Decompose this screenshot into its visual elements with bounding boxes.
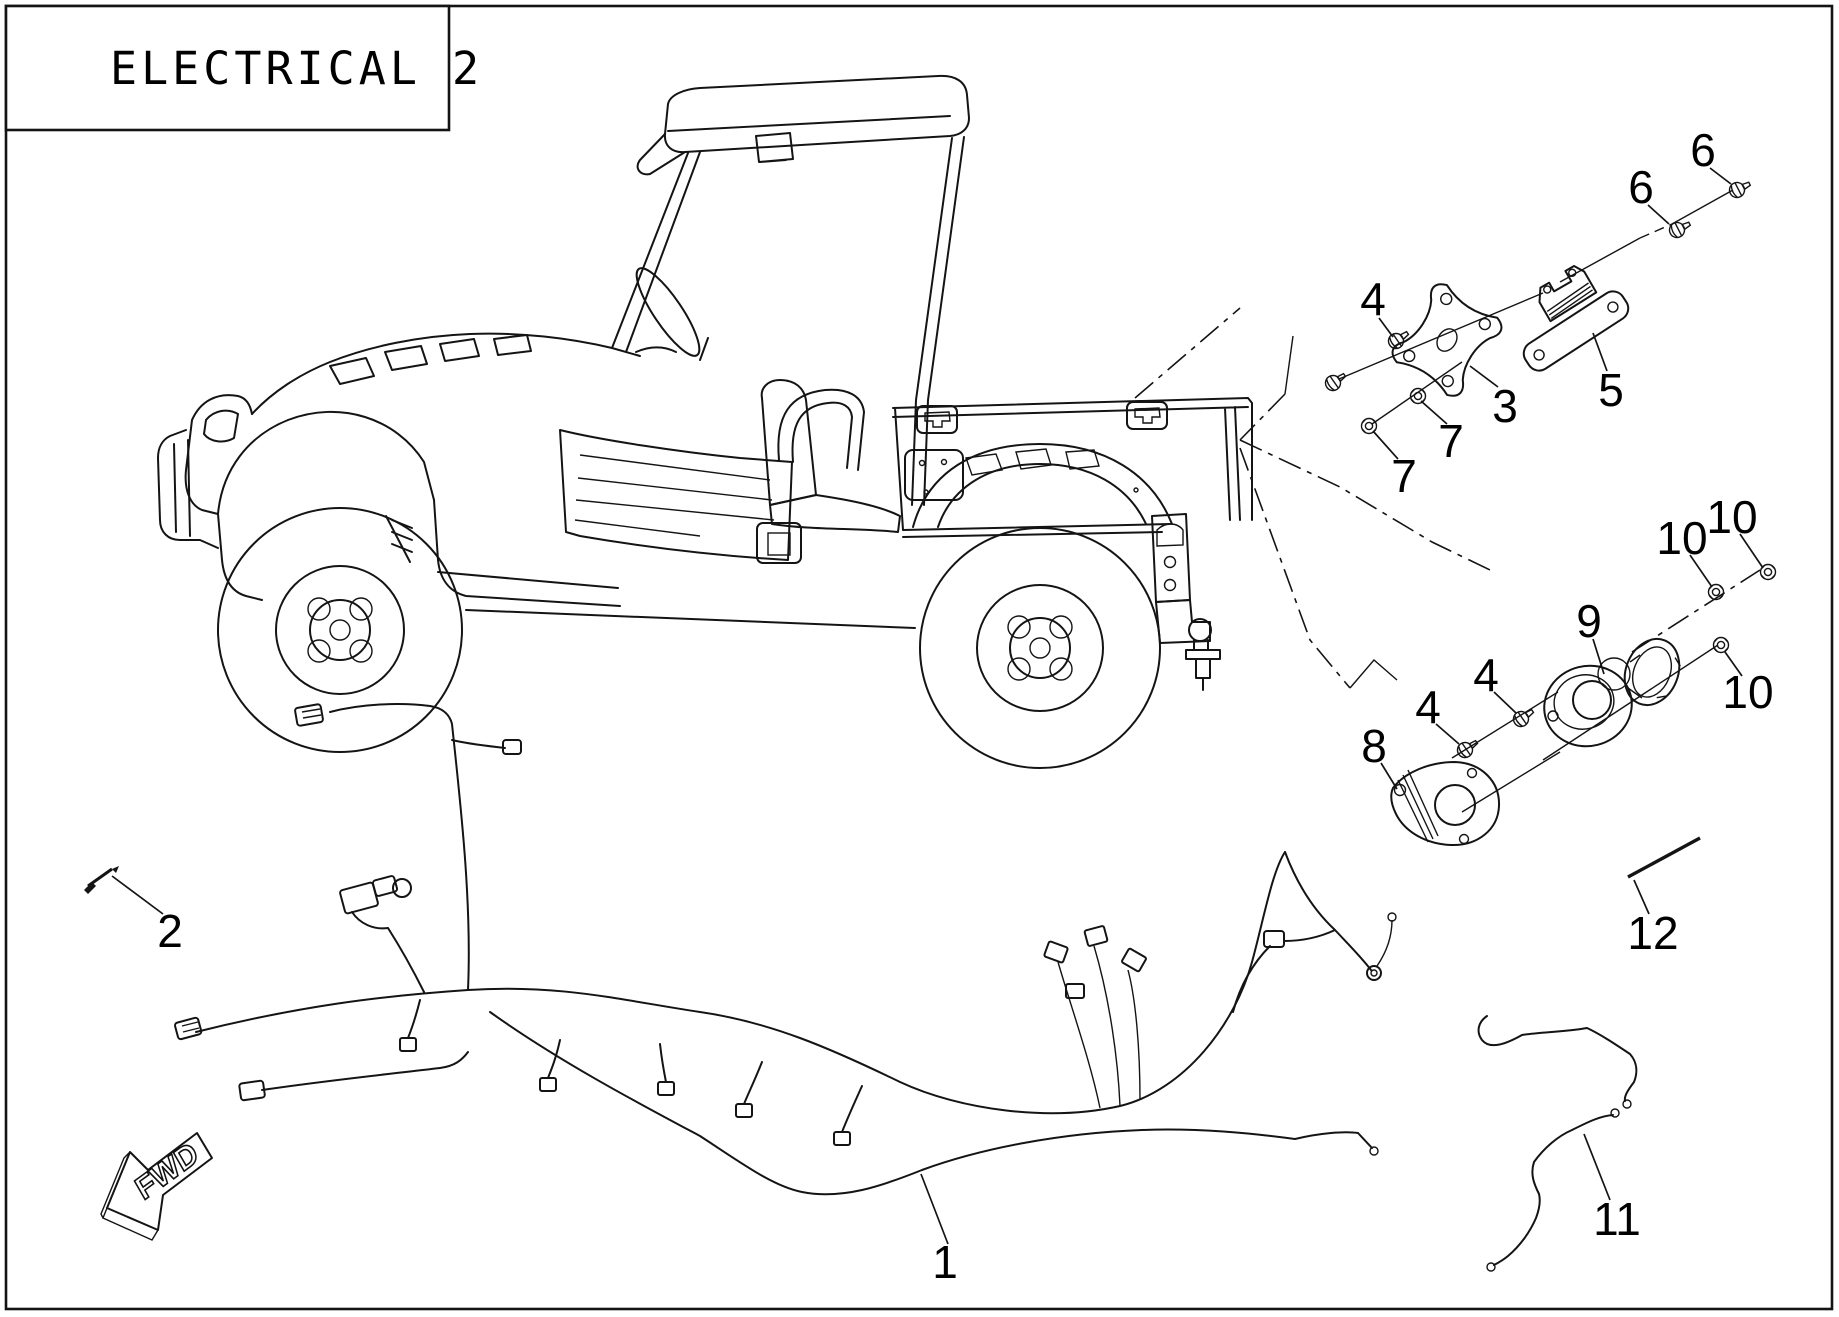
callout-number: 2 [157,905,183,957]
part-bolt-4 [1321,368,1350,395]
part-plate-5 [1522,264,1630,372]
callout-number: 10 [1706,491,1757,543]
callout-leader-line [1633,879,1650,915]
callout-10: 10 [1722,651,1774,718]
callout-2: 2 [111,875,183,957]
callout-number: 3 [1492,380,1518,432]
callout-leader-line [1372,430,1399,460]
page-title: ELECTRICAL 2 [110,42,483,95]
callout-number: 6 [1690,124,1716,176]
callout-4: 4 [1473,649,1517,714]
callout-number: 8 [1361,720,1387,772]
hood-front-fender [157,332,613,601]
rocker-door-panel [433,429,916,629]
part-nut-10 [1712,636,1730,654]
trailer-hitch [1151,513,1221,691]
callout-leader-line [1435,723,1460,745]
harness-bracket [339,875,425,993]
page-border [4,4,1834,1311]
part-wire-12 [1627,836,1701,879]
part-socket-9 [1543,638,1681,748]
callout-number: 7 [1438,415,1464,467]
cargo-bed [892,397,1253,538]
callout-12: 12 [1627,879,1679,959]
callout-number: 1 [932,1236,958,1288]
part-screw-2 [84,866,119,894]
vehicle-roll-cage [611,136,965,506]
callout-leader-line [1380,762,1398,790]
callout-leader-line [1420,400,1448,425]
callout-number: 6 [1628,161,1654,213]
callout-leader-line [1689,554,1713,588]
pointer-lines [1134,189,1761,813]
callout-11: 11 [1583,1133,1641,1245]
callout-7: 7 [1420,400,1464,467]
rear-wheel [919,527,1161,769]
part-plate-8 [1390,761,1501,847]
title-box [4,4,451,132]
vehicle-roof [636,74,970,176]
callout-10: 10 [1656,512,1713,588]
part-bracket-3 [1391,283,1503,397]
callout-number: 5 [1598,364,1624,416]
callout-number: 10 [1656,512,1707,564]
callout-leader-line [1724,651,1743,677]
callout-8: 8 [1361,720,1398,790]
callout-number: 4 [1415,681,1441,733]
callout-number: 12 [1627,907,1678,959]
wiring-harness [174,703,1397,1196]
title-block: ELECTRICAL 2 [4,4,483,132]
callout-number: 7 [1391,450,1417,502]
callout-10: 10 [1706,491,1764,569]
callout-leader-line [1493,691,1517,714]
fwd-label: FWD [129,1135,204,1207]
vehicle-illustration [157,74,1253,769]
callout-leader-line [1709,167,1732,185]
callout-leader-line [1583,1133,1611,1201]
callout-leader-line [920,1173,949,1245]
callout-leader-line [1647,204,1670,225]
callout-leader-line [1592,638,1605,675]
callout-4: 4 [1360,273,1394,338]
steering-wheel [635,267,709,361]
callout-leader-line [1469,365,1499,388]
callout-leader-line [1739,533,1764,569]
callout-1: 1 [920,1173,958,1288]
callout-6: 6 [1628,161,1670,225]
callout-number: 9 [1576,595,1602,647]
part-bolt-6 [1726,176,1754,201]
part-bolt-4 [1509,704,1538,731]
callout-number: 11 [1593,1193,1641,1245]
tailgate-latch [916,405,958,434]
callout-leader-line [111,875,164,915]
callout-number: 10 [1722,666,1773,718]
callout-3: 3 [1469,365,1518,432]
fwd-arrow: FWD [100,1132,213,1241]
front-wheel [217,507,463,753]
part-wire-11 [1477,1015,1638,1272]
callout-5: 5 [1592,332,1624,416]
part-bolt-6 [1666,216,1694,241]
callout-9: 9 [1576,595,1605,675]
callout-leader-line [1378,317,1394,338]
tailgate-latch [1126,401,1168,430]
callout-number: 4 [1360,273,1386,325]
callout-4: 4 [1415,681,1460,745]
callout-number: 4 [1473,649,1499,701]
callout-leader-line [1592,332,1608,372]
callout-6: 6 [1690,124,1732,185]
callout-7: 7 [1372,430,1417,502]
